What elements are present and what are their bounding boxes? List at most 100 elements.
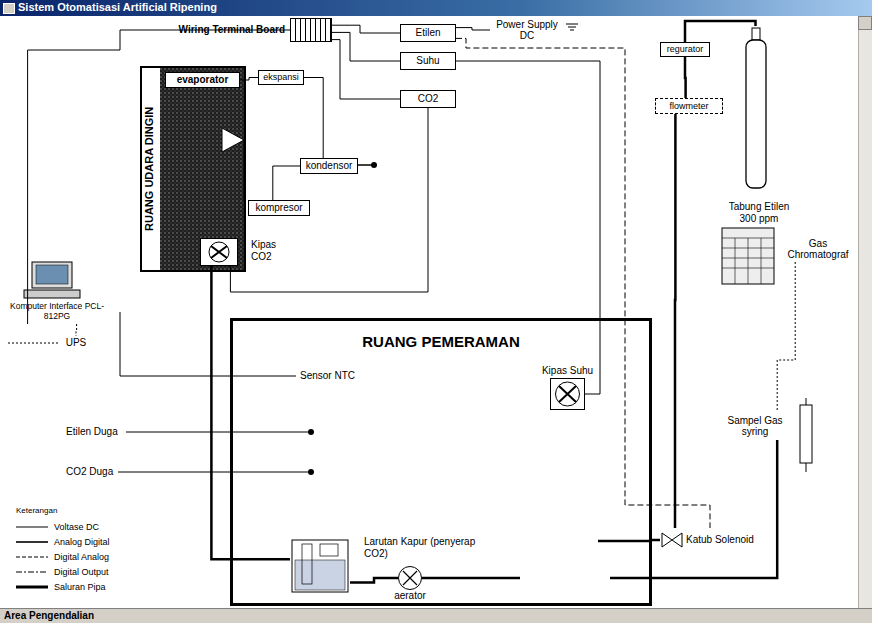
node-label: ekspansi [263, 72, 299, 82]
pipe [610, 577, 652, 580]
scroll-button [858, 16, 872, 30]
computer-icon [36, 265, 68, 284]
compressor-symbol [222, 128, 244, 152]
scrollbar [858, 16, 872, 608]
regulator-box: regurator [660, 42, 710, 57]
node-label: Sampel Gas syring [720, 415, 790, 438]
fan-box: Kipas Suhu [550, 378, 585, 410]
syringe [806, 463, 807, 472]
window-icon [3, 3, 15, 14]
lime-jar [320, 544, 338, 556]
relay-box: Etilen [400, 24, 456, 42]
solenoid-valve [662, 533, 672, 547]
fan-box: Kipas CO2 [200, 238, 238, 266]
connector [684, 57, 687, 98]
legend-text: Digital Analog [54, 552, 109, 562]
legend-row: Voltase DC [16, 522, 99, 532]
flowmeter-box: flowmeter [655, 98, 723, 114]
fan-symbol [200, 238, 238, 266]
aerator-symbol [403, 571, 417, 585]
relay-box: CO2 [400, 90, 456, 108]
node-label: Etilen [415, 27, 440, 39]
node-label: Larutan Kapur (penyerap CO2) [364, 536, 476, 559]
connector [304, 78, 323, 159]
node-label: Wiring Terminal Board [179, 24, 285, 36]
lime-jar [292, 540, 348, 592]
pipe [598, 540, 652, 543]
node-label: Komputer Interface PCL-812PG [10, 302, 104, 322]
ups-line [8, 343, 58, 344]
fan-symbol [211, 246, 227, 258]
evaporator-box: evaporator [165, 72, 240, 88]
connector [332, 25, 400, 33]
ground-symbol [570, 30, 574, 31]
condenser-symbol [371, 162, 377, 168]
computer-icon [32, 262, 72, 288]
connector [273, 166, 300, 200]
ups-line [8, 343, 58, 344]
chromatograph-box: Gas Chromatograf [780, 236, 856, 262]
solenoid-valve [662, 533, 682, 547]
compressor-box: kompresor [248, 200, 310, 216]
condenser-box: kondensor [300, 158, 358, 174]
node-label: Kipas Suhu [541, 365, 594, 377]
legend-line [16, 527, 48, 528]
legend-text: Saluran Pipa [54, 582, 106, 592]
syringe [800, 398, 812, 472]
syringe [800, 405, 812, 463]
node-label: Kipas CO2 [251, 239, 291, 262]
cold-room-fill [160, 68, 244, 270]
node-label: UPS [66, 337, 87, 349]
aerator-symbol [403, 571, 520, 585]
ground-symbol [566, 24, 578, 30]
ups-box: UPS [62, 336, 90, 350]
connector [240, 78, 258, 81]
relay-box: Suhu [400, 52, 456, 70]
node-label: RUANG PEMERAMAN [233, 333, 649, 350]
condenser-symbol [358, 164, 372, 166]
legend-sample [16, 523, 48, 531]
node-label: kompresor [255, 202, 302, 214]
lime-jar [292, 540, 348, 592]
window-title: Sistem Otomatisasi Artificial Ripening [18, 1, 217, 13]
legend-line [16, 557, 48, 558]
solenoid-valve [672, 533, 682, 547]
node-label: Power Supply DC [492, 19, 562, 42]
lime-jar [302, 544, 312, 584]
legend-sample [16, 553, 48, 561]
chromatograph-table [722, 238, 774, 284]
gas-cylinder [752, 28, 760, 40]
node-label: kondensor [306, 160, 353, 172]
connector [76, 324, 78, 336]
gas-cylinder-box: Tabung Etilen 300 ppm [724, 26, 794, 224]
fan-symbol [550, 378, 585, 410]
chromatograph-table [722, 228, 774, 284]
connector [652, 539, 660, 542]
connector [350, 578, 398, 582]
title-bar: Sistem Otomatisasi Artificial Ripening [0, 0, 872, 16]
computer-icon [24, 290, 80, 298]
connector [652, 440, 777, 578]
legend-text: Analog Digital [54, 537, 110, 547]
node-label: Tabung Etilen 300 ppm [724, 201, 794, 224]
sensor-line [308, 429, 314, 435]
pipe [598, 541, 652, 578]
fan-symbol [556, 382, 580, 406]
legend-line [16, 572, 48, 573]
computer-box: Komputer Interface PCL-812PG [8, 300, 106, 324]
sensor-line [118, 312, 314, 475]
cold-room: RUANG UDARA DINGINevaporatorKipas CO2 [140, 66, 246, 272]
node-label: aerator [394, 590, 426, 602]
legend-sample [16, 583, 48, 591]
solenoid-valve-box: Katub Solenoid [660, 528, 760, 552]
sensor-line [126, 432, 308, 433]
legend-text: Voltase DC [54, 522, 99, 532]
syringe-box: Sampel Gas syring [718, 412, 792, 440]
lime-jar [295, 560, 345, 590]
ripening-room: RUANG PEMERAMAN Kipas SuhuLarutan Kapur (… [230, 318, 652, 606]
legend-row: Analog Digital [16, 537, 110, 547]
fan-symbol [550, 378, 585, 410]
lime-jar-box: Larutan Kapur (penyerap CO2) [290, 536, 350, 594]
node-label: CO2 [418, 93, 439, 105]
